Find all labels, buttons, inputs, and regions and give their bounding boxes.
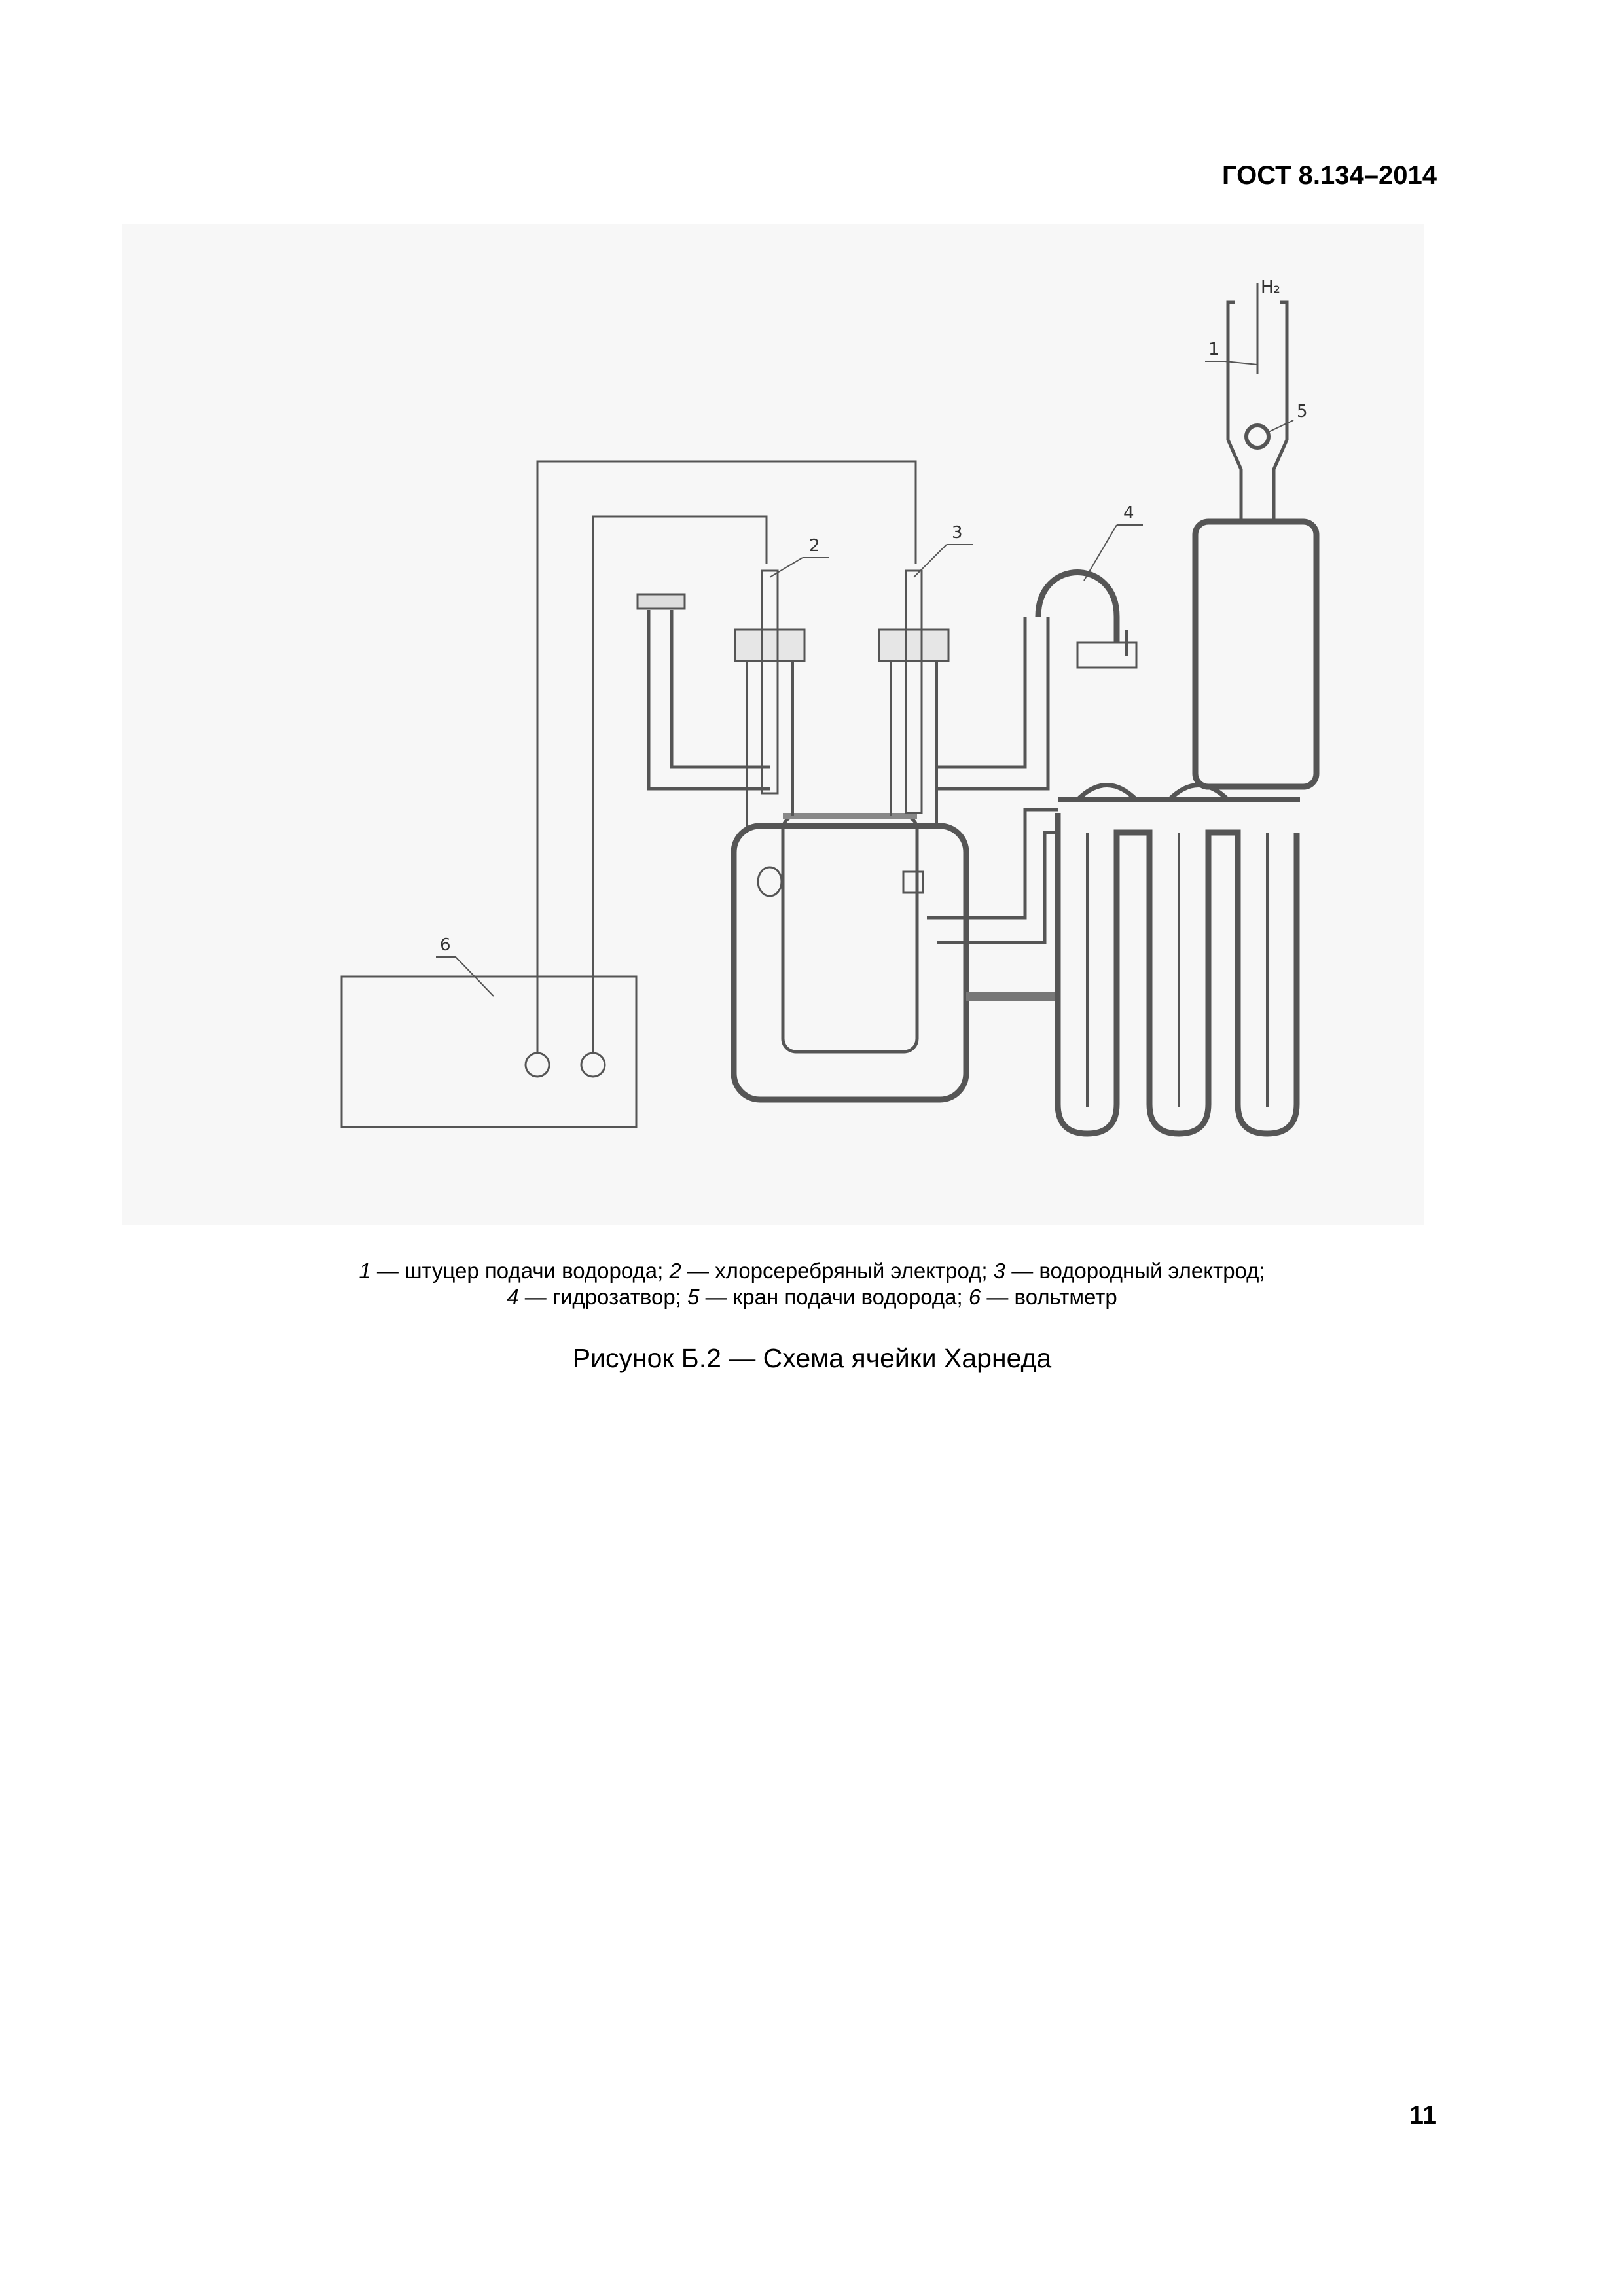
legend-text: — кран подачи водорода; — [699, 1285, 969, 1309]
figure-caption: Рисунок Б.2 — Схема ячейки Харнеда — [572, 1343, 1052, 1373]
label-1: 1 — [1208, 340, 1219, 359]
electrode-2-tip — [757, 866, 783, 897]
electrode-3-tip — [902, 870, 924, 894]
label-4: 4 — [1123, 503, 1134, 523]
hydrogen-inlet-fitting — [1226, 300, 1289, 374]
hydrogen-valve — [1244, 423, 1271, 450]
cell-vessel — [731, 823, 969, 1103]
water-seal — [1035, 569, 1120, 643]
voltmeter-box — [340, 975, 638, 1128]
legend-num: 6 — [968, 1285, 981, 1309]
legend-num: 1 — [359, 1259, 371, 1283]
label-5: 5 — [1297, 402, 1308, 422]
label-6: 6 — [440, 935, 451, 955]
wire-inner — [592, 515, 768, 1053]
harned-cell-diagram: H₂ 1 2 3 4 5 6 — [122, 224, 1424, 1225]
legend-num: 2 — [669, 1259, 681, 1283]
electrode-3 — [905, 569, 923, 814]
legend-text: — гидрозатвор; — [518, 1285, 688, 1309]
page-number: 11 — [1409, 2101, 1437, 2130]
legend-line-1: 1 — штуцер подачи водорода; 2 — хлорсере… — [0, 1258, 1624, 1284]
document-header: ГОСТ 8.134–2014 — [1221, 161, 1437, 190]
label-gas: H₂ — [1261, 278, 1280, 297]
label-3: 3 — [952, 523, 963, 543]
electrode-cap-2 — [734, 628, 806, 662]
electrode-2 — [761, 569, 779, 795]
legend-text: — хлорсеребряный электрод; — [681, 1259, 994, 1283]
legend-line-2: 4 — гидрозатвор; 5 — кран подачи водород… — [0, 1284, 1624, 1310]
legend-text: — вольтметр — [981, 1285, 1117, 1309]
wire-outer — [536, 460, 917, 1053]
legend-num: 5 — [687, 1285, 700, 1309]
electrode-cap-3 — [878, 628, 950, 662]
side-tube-left — [647, 610, 770, 791]
legend-text: — штуцер подачи водорода; — [370, 1259, 670, 1283]
u-tube-series — [1055, 813, 1300, 1137]
hydrogen-reservoir — [1192, 518, 1320, 790]
legend-text: — водородный электрод; — [1005, 1259, 1265, 1283]
label-2: 2 — [809, 536, 820, 556]
figure-legend: 1 — штуцер подачи водорода; 2 — хлорсере… — [0, 1258, 1624, 1310]
legend-num: 4 — [507, 1285, 519, 1309]
legend-num: 3 — [993, 1259, 1006, 1283]
stopper-left — [636, 593, 686, 610]
